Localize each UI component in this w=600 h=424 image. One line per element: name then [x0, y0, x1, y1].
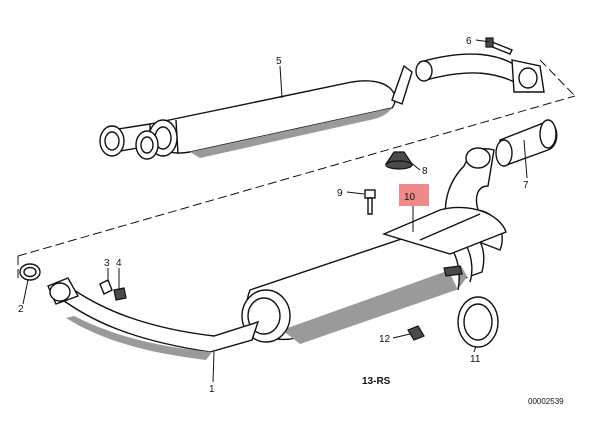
clamp-ring	[457, 296, 499, 348]
callout-10: 10	[404, 192, 416, 203]
middle-silencer	[381, 206, 507, 255]
highlight-box-10	[399, 184, 429, 206]
rubber-bushing	[407, 325, 425, 341]
callout-12: 12	[379, 334, 391, 345]
callout-11: 11	[470, 354, 481, 365]
nut-4	[113, 287, 127, 301]
assembly-outline	[17, 59, 576, 280]
front-muffler	[99, 64, 413, 160]
bolt-6	[485, 37, 513, 55]
rubber-mount	[384, 151, 414, 170]
bolt-9	[364, 189, 376, 215]
leader-lines	[22, 39, 528, 383]
front-pipe	[415, 53, 545, 93]
callout-8: 8	[422, 166, 428, 177]
callout-7: 7	[523, 180, 529, 191]
diagram-code: 13-RS	[362, 376, 391, 387]
callout-9: 9	[337, 188, 343, 199]
callout-2: 2	[18, 304, 24, 315]
gasket-ring	[19, 263, 41, 281]
intermediate-pipe	[47, 277, 260, 360]
nut-3	[99, 279, 113, 295]
callout-6: 6	[466, 36, 472, 47]
callout-3: 3	[104, 258, 110, 269]
callout-1: 1	[209, 384, 215, 395]
tailpipe-tip	[495, 119, 558, 167]
callout-5: 5	[276, 56, 282, 67]
callout-4: 4	[116, 258, 122, 269]
image-number: 00002539	[528, 397, 564, 406]
